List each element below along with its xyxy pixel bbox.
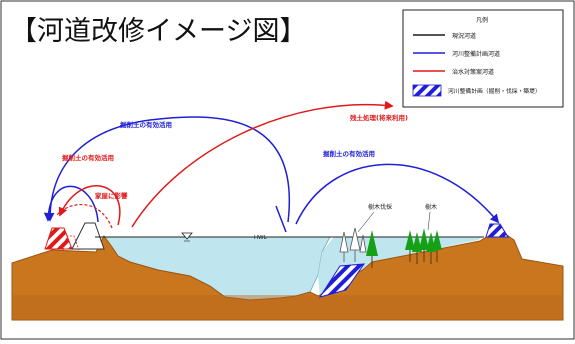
excavated-soil-label-top: 掘削土の有効活用 xyxy=(120,120,172,129)
house-impact-arrow xyxy=(58,185,121,226)
water-level-marker-icon xyxy=(181,232,193,240)
felled-tree-icon xyxy=(359,234,367,253)
tree-felling-leader xyxy=(357,211,375,233)
excavated-soil-arrow-left xyxy=(43,185,99,223)
surplus-soil-label: 残土処理(将来利用) xyxy=(350,113,408,122)
tree-icon xyxy=(405,230,415,250)
tree-icon xyxy=(366,230,378,256)
plan-excavation-area xyxy=(318,263,366,298)
excavated-soil-arrow-right xyxy=(295,163,500,225)
hwl-label: HWL xyxy=(254,235,268,241)
legend-label-alternative: 治水対策案河道 xyxy=(452,68,494,76)
trees-felled-group xyxy=(339,227,367,262)
tree-icon xyxy=(419,228,429,250)
legend-label-plan: 河川整備計画河道 xyxy=(452,50,500,58)
excavated-soil-label-right: 掘削土の有効活用 xyxy=(323,149,375,158)
existing-levee xyxy=(71,222,105,250)
excavated-soil-arrow-top-tail xyxy=(275,205,287,233)
legend-label-existing: 現況河道 xyxy=(452,32,476,40)
trees-remaining-group xyxy=(405,228,442,264)
riverbed-ground xyxy=(11,232,564,321)
legend: 凡例 現況河道 河川整備計画河道 治水対策案河道 河川整備計画（掘削・伐採・築堤… xyxy=(402,9,564,108)
legend-label-hatch: 河川整備計画（掘削・伐採・築堤） xyxy=(448,87,541,95)
house-impact-label: 家屋に影響 xyxy=(95,191,128,200)
ground-shade xyxy=(12,295,563,320)
alternative-levee-outline xyxy=(62,235,80,251)
river-water-right xyxy=(318,237,482,297)
surplus-soil-arrow xyxy=(131,100,394,228)
legend-heading: 凡例 xyxy=(476,16,488,24)
tree-icon xyxy=(412,232,422,252)
excavated-soil-arrow-top xyxy=(45,116,291,223)
tree-felling-label: 樹木伐採 xyxy=(368,203,392,211)
excavated-soil-label-left: 掘削土の有効活用 xyxy=(62,153,114,162)
trees-leader xyxy=(427,211,431,231)
plan-levee-right xyxy=(485,223,509,238)
diagram-title: 【河道改修イメージ図】 xyxy=(10,16,306,47)
legend-swatch-hatch xyxy=(412,84,442,97)
tree-icon xyxy=(432,230,442,250)
house-impact-arrow-dashed xyxy=(55,204,113,229)
trees-label: 樹木 xyxy=(425,203,437,211)
